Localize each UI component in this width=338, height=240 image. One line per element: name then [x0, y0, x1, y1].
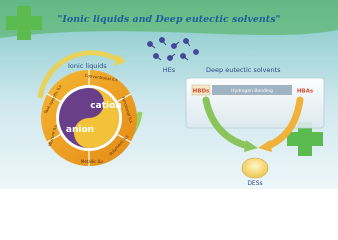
ring-dividers [47, 70, 131, 166]
des-label: Deep eutectic solvents [206, 66, 281, 74]
hes-label: HEs [163, 66, 176, 74]
graphical-abstract: "Ionic liquids and Deep eutectic solvent… [0, 0, 338, 189]
arrow-icon [114, 54, 126, 66]
background-band [0, 0, 338, 38]
hbd-label: HBDs [193, 89, 210, 95]
bond-label: Hydrogen Bonding [231, 88, 273, 94]
segment-label-mixture: Mixture ILs [47, 124, 57, 146]
title: "Ionic liquids and Deep eutectic solvent… [57, 14, 280, 25]
hba-arrow [264, 96, 304, 150]
plus-cross-left-icon [6, 6, 42, 40]
arrow-icon [244, 140, 258, 152]
molecule-icon [147, 37, 199, 61]
bond-box [212, 85, 292, 95]
ionic-liquids-label: Ionic liquids [68, 62, 107, 70]
diagram-canvas: "Ionic liquids and Deep eutectic solvent… [0, 0, 338, 189]
des-product-icon [241, 157, 269, 179]
cation-label: cation [90, 101, 121, 111]
hba-label: HBAs [297, 89, 314, 95]
anion-label: anion [66, 125, 94, 135]
hbd-box [191, 84, 211, 96]
cation-anion-yinyang [59, 88, 119, 148]
segment-label-conventional: Conventional ILs [84, 73, 118, 83]
cycle-arrow-top [37, 50, 120, 99]
arrow-icon [258, 140, 272, 152]
plus-cross-right-icon [287, 122, 323, 156]
des-product-label: DESs [247, 180, 262, 187]
segment-label-metallic: Metallic ILs [81, 159, 103, 164]
hbd-arrow [202, 96, 252, 150]
